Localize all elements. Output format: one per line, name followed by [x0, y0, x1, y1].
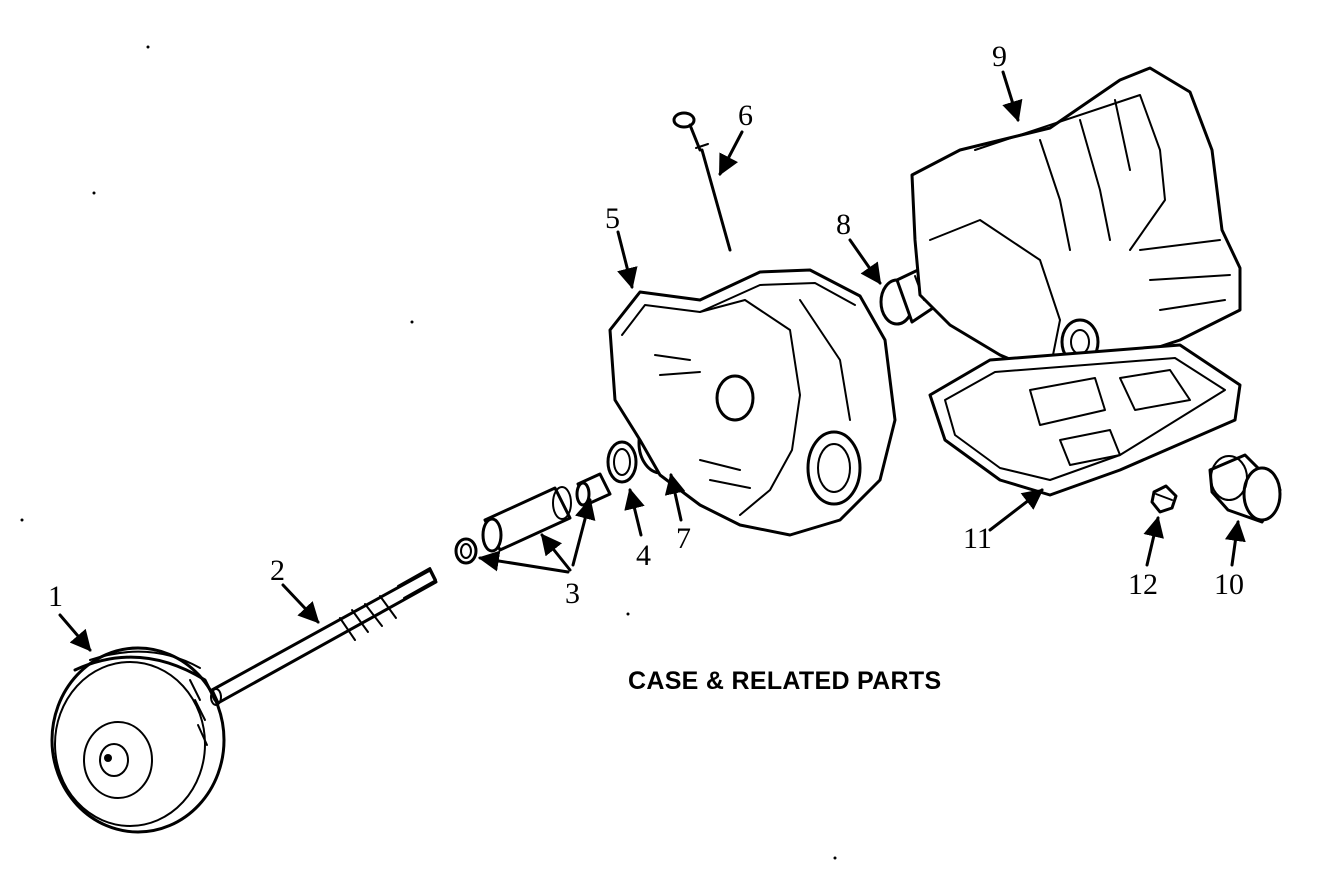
callout-6: 6	[738, 99, 753, 132]
leader-3b	[540, 533, 572, 572]
part-input-shaft[interactable]	[210, 567, 438, 706]
part-transmission-case[interactable]	[910, 66, 1242, 382]
leader-8	[848, 238, 882, 285]
callout-labels: 1 2 3 4 5 6 7 8 9 10 11 12	[48, 40, 1244, 613]
callout-3: 3	[565, 577, 580, 610]
part-torque-converter[interactable]	[50, 646, 226, 834]
diagram-caption: CASE & RELATED PARTS	[628, 667, 941, 695]
part-seal[interactable]	[606, 440, 638, 484]
callout-11: 11	[963, 522, 992, 555]
leader-5	[616, 230, 638, 290]
callout-8: 8	[836, 208, 851, 241]
leader-10	[1224, 519, 1246, 567]
callout-2: 2	[270, 554, 285, 587]
callout-4: 4	[636, 539, 651, 572]
callout-10: 10	[1214, 568, 1244, 601]
leader-1	[58, 613, 92, 652]
leader-9	[1001, 70, 1023, 123]
callout-1: 1	[48, 580, 63, 613]
part-oil-filter[interactable]	[1208, 453, 1282, 524]
scan-specks	[20, 45, 837, 860]
callout-7: 7	[676, 522, 691, 555]
leader-4	[624, 487, 645, 537]
leader-arrows	[58, 70, 1246, 652]
leader-2	[281, 583, 320, 624]
callout-9: 9	[992, 40, 1007, 73]
leader-3a	[477, 550, 570, 574]
part-oil-pan[interactable]	[928, 343, 1242, 497]
leader-3c	[571, 497, 596, 567]
part-drain-plug[interactable]	[1150, 484, 1178, 514]
callout-12: 12	[1128, 568, 1158, 601]
leader-7	[664, 472, 686, 522]
leader-12	[1143, 515, 1164, 567]
part-bushings-sleeve[interactable]	[454, 472, 612, 565]
part-dipstick[interactable]	[672, 111, 732, 252]
leader-11	[988, 488, 1044, 532]
part-converter-housing[interactable]	[608, 268, 897, 537]
callout-5: 5	[605, 202, 620, 235]
leader-6	[718, 130, 744, 176]
